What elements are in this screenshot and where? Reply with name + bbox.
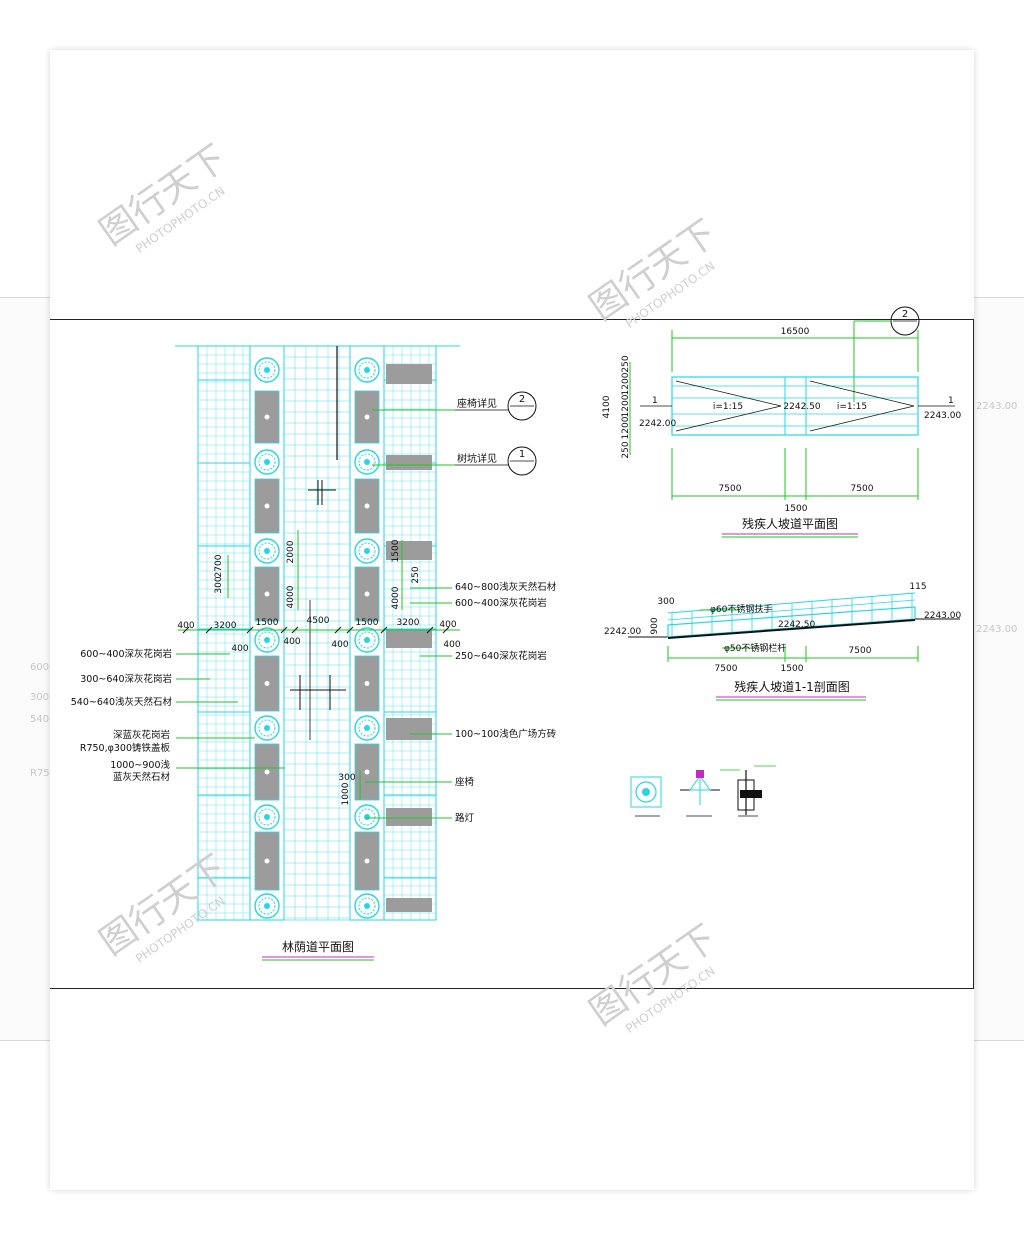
ghost-label: 600 — [30, 662, 50, 673]
dim-label: 115 — [909, 582, 926, 592]
dim-label: 3200 — [397, 618, 420, 628]
detail-mark: 2 — [902, 309, 908, 320]
dim-label: 4100 — [602, 395, 612, 418]
material-note: 600~400深灰花岗岩 — [80, 648, 172, 660]
material-note: 蓝灰天然石材 — [113, 771, 171, 783]
small-details — [630, 765, 776, 817]
dim-label: 1500 — [391, 539, 401, 562]
ramp-plan: 16500 2 1 1 i=1:15 i=1:15 2242.00 2242.5… — [602, 306, 961, 538]
elevation-label: 2243.00 — [924, 611, 961, 621]
material-note: 座椅 — [455, 776, 475, 788]
paving-block — [386, 898, 432, 912]
rail-label: φ50不锈钢栏杆 — [724, 642, 786, 654]
rail-label: φ60不锈钢扶手 — [710, 603, 772, 615]
bench-blocks — [254, 364, 432, 912]
material-note: 100~100浅色广场方砖 — [455, 728, 557, 740]
planter-block — [354, 831, 380, 891]
dim-label: 400 — [443, 640, 460, 650]
dim-label: 7500 — [719, 484, 742, 494]
material-note: R750,φ300铸铁盖板 — [80, 742, 171, 754]
planter-block — [354, 566, 380, 622]
dim-label: 1500 — [785, 504, 808, 514]
material-note: 深蓝灰花岗岩 — [113, 729, 170, 741]
dim-label: 400 — [231, 644, 248, 654]
dim-label: 4000 — [391, 586, 401, 609]
material-note: 600~400深灰花岗岩 — [455, 597, 547, 609]
dim-label: 300 — [338, 773, 355, 783]
dim-label: 7500 — [851, 484, 874, 494]
detail-mark: 1 — [519, 449, 525, 460]
dim-label: 1200 — [621, 372, 631, 395]
dim-label: 1500 — [356, 618, 379, 628]
plan-title: 林荫道平面图 — [282, 940, 354, 954]
ghost-label: 300 — [30, 692, 50, 703]
dim-label: 400 — [331, 640, 348, 650]
material-note: 640~800浅灰天然石材 — [455, 581, 557, 593]
material-note: 250~640深灰花岗岩 — [455, 650, 547, 662]
dim-label: 900 — [650, 617, 660, 634]
planter-block — [354, 390, 380, 444]
dim-label: 1500 — [781, 664, 804, 674]
ramp-section-title: 残疾人坡道1-1剖面图 — [734, 679, 850, 694]
elevation-label: 2243.00 — [924, 411, 961, 421]
dim-label: 250 — [621, 355, 631, 372]
dim-label: 250 — [411, 566, 421, 583]
tree-pits — [254, 357, 380, 919]
drawing-frame — [50, 319, 974, 989]
avenue-plan: 2 1 座椅详见 树坑详见 640~800浅灰天然石材 600~400深灰花岗岩… — [71, 345, 557, 961]
ghost-label: 540~6 — [30, 714, 64, 725]
dim-label: 400 — [283, 637, 300, 647]
dim-label: 1200 — [621, 394, 631, 417]
planter-block — [254, 566, 280, 622]
dim-label: 4000 — [286, 585, 296, 608]
elevation-label: 2242.00 — [604, 627, 641, 637]
dim-label: 300 — [657, 597, 674, 607]
elevation-label: 2242.50 — [778, 620, 815, 630]
dim-label: 300 — [214, 576, 224, 593]
walkway-grid — [283, 345, 351, 920]
dim-label: 4500 — [307, 616, 330, 626]
dim-label: 250 — [621, 441, 631, 458]
dim-label: 400 — [439, 620, 456, 630]
ghost-label: 2243.00 — [976, 401, 1018, 412]
dim-label: 1500 — [256, 618, 279, 628]
section-mark: 1 — [652, 396, 658, 406]
paving-block — [386, 541, 432, 560]
dim-label: 1000 — [341, 782, 351, 805]
callout-label: 座椅详见 — [457, 397, 497, 410]
drawing-sheet — [50, 50, 974, 1190]
dim-label: 7500 — [849, 646, 872, 656]
material-note: 1000~900浅 — [110, 759, 170, 771]
material-note: 540~640浅灰天然石材 — [71, 696, 173, 708]
elevation-label: 2242.00 — [639, 419, 676, 429]
dim-label: 16500 — [781, 327, 810, 337]
material-note: 300~640深灰花岗岩 — [80, 673, 172, 685]
dim-label: 2000 — [286, 540, 296, 563]
slope-label: i=1:15 — [713, 402, 743, 412]
callout-label: 树坑详见 — [457, 452, 497, 465]
slope-label: i=1:15 — [837, 402, 867, 412]
paving-block — [386, 630, 432, 648]
material-note: 路灯 — [455, 812, 475, 824]
dim-label: 1200 — [621, 416, 631, 439]
ghost-label: R750 — [30, 768, 57, 779]
ramp-plan-title: 残疾人坡道平面图 — [742, 516, 838, 531]
paving-block — [386, 455, 432, 470]
elevation-label: 2242.50 — [783, 402, 820, 412]
paving-block — [386, 808, 432, 826]
dim-label: 2700 — [214, 554, 224, 577]
dim-label: 400 — [177, 621, 194, 631]
dim-label: 3200 — [214, 621, 237, 631]
dim-label: 7500 — [715, 664, 738, 674]
paving-block — [386, 364, 432, 384]
detail-mark: 2 — [519, 394, 525, 405]
ghost-label: 2243.00 — [976, 624, 1018, 635]
ramp-section: 2242.00 2242.50 2243.00 φ60不锈钢扶手 φ50不锈钢栏… — [604, 582, 961, 701]
paving-block — [386, 718, 432, 740]
planter-block — [254, 831, 280, 891]
section-mark: 1 — [948, 396, 954, 406]
